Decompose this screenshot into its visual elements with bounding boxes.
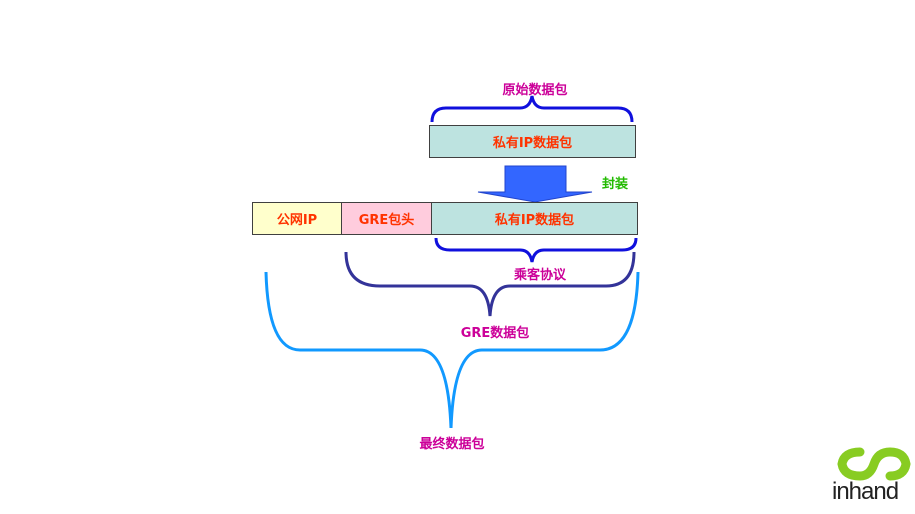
gre-header-label: GRE包头 [358,213,415,228]
logo-text: inhand [832,478,899,505]
private-ip-packet-label-top: 私有IP数据包 [492,136,573,151]
encapsulate-arrow-icon [477,165,593,203]
brace-final-packet [264,271,640,429]
inhand-logo: inhand [830,444,915,512]
label-final-packet: 最终数据包 [419,437,485,452]
private-ip-packet-box-top: 私有IP数据包 [429,125,636,158]
label-passenger-protocol: 乘客协议 [513,268,566,283]
label-gre-packet: GRE数据包 [460,326,530,341]
public-ip-label: 公网IP [276,213,318,228]
label-original-packet: 原始数据包 [502,83,568,98]
logo-infinity-icon [837,447,911,481]
private-ip-packet-label-bottom: 私有IP数据包 [494,213,575,228]
public-ip-box: 公网IP [252,202,342,235]
brace-original-packet [430,95,634,123]
label-encapsulate: 封装 [601,177,628,192]
gre-header-box: GRE包头 [341,202,432,235]
brace-passenger-protocol [434,237,638,263]
brace-gre-packet [344,251,636,317]
private-ip-packet-box-bottom: 私有IP数据包 [431,202,638,235]
